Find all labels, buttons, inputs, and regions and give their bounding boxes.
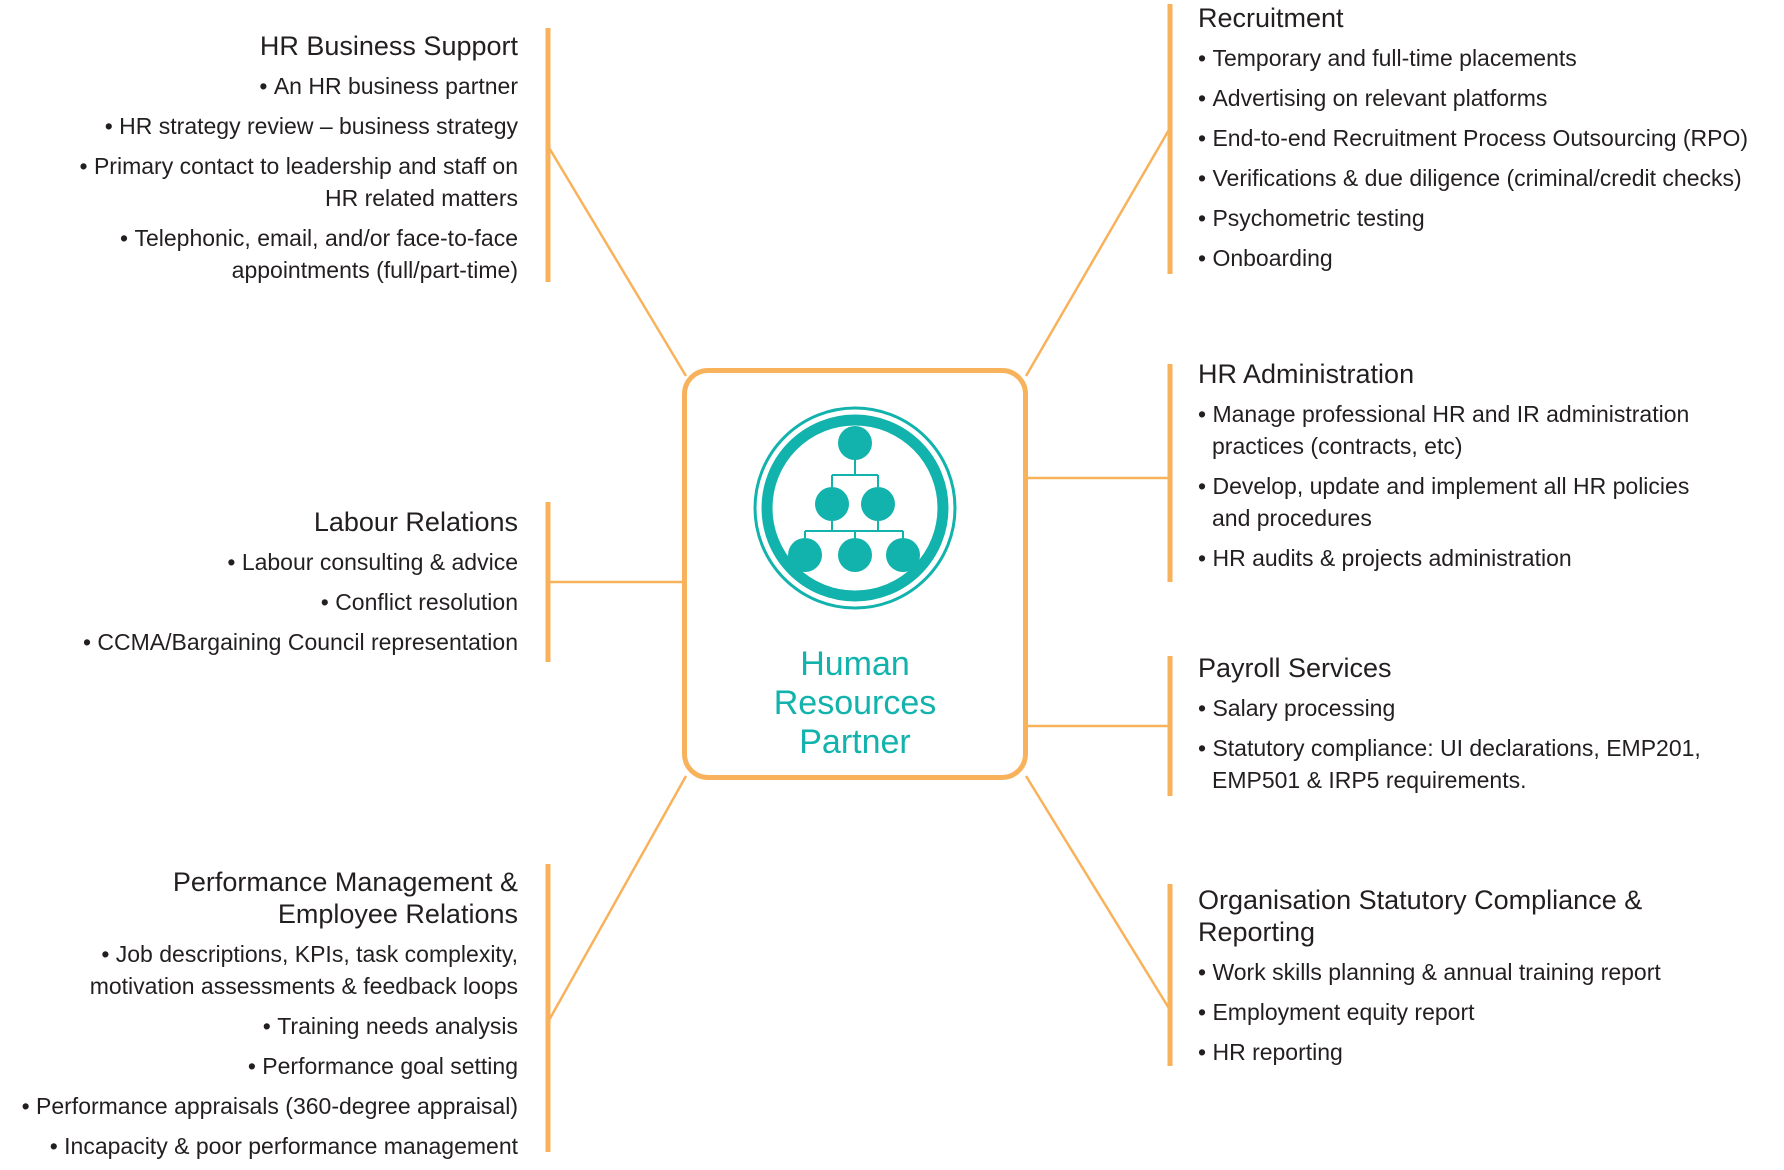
list-item: Labour consulting & advice [18, 546, 518, 578]
list-item: CCMA/Bargaining Council representation [18, 626, 518, 658]
center-title-line: Human [800, 645, 910, 683]
list-item: HR audits & projects administration [1198, 542, 1778, 574]
panel-payroll-services: Payroll Services Salary processing Statu… [1198, 652, 1778, 804]
service-list: An HR business partner HR strategy revie… [18, 70, 518, 286]
list-item: Salary processing [1198, 692, 1778, 724]
panel-hr-administration: HR Administration Manage professional HR… [1198, 358, 1778, 582]
panel-hr-business-support: HR Business Support An HR business partn… [18, 30, 518, 294]
list-item: HR strategy review – business strategy [18, 110, 518, 142]
list-item: Psychometric testing [1198, 202, 1778, 234]
connector-recruitment [1024, 127, 1172, 377]
list-item: Conflict resolution [18, 586, 518, 618]
panel-labour-relations: Labour Relations Labour consulting & adv… [18, 506, 518, 666]
list-item: Manage professional HR and IR administra… [1198, 398, 1778, 462]
center-title: Human Resources Partner [687, 645, 1023, 762]
list-item: Training needs analysis [0, 1010, 518, 1042]
panel-performance-management: Performance Management & Employee Relati… [0, 866, 518, 1170]
service-list: Salary processing Statutory compliance: … [1198, 692, 1778, 796]
service-list: Work skills planning & annual training r… [1198, 956, 1778, 1068]
list-item: Develop, update and implement all HR pol… [1198, 470, 1778, 534]
panel-statutory-compliance: Organisation Statutory Compliance & Repo… [1198, 884, 1778, 1076]
list-item: Telephonic, email, and/or face-to-face a… [18, 222, 518, 286]
list-item: Work skills planning & annual training r… [1198, 956, 1778, 988]
panel-title: HR Business Support [259, 31, 518, 61]
center-hub: Human Resources Partner [682, 368, 1028, 780]
list-item: Job descriptions, KPIs, task complexity,… [0, 938, 518, 1002]
connector-performance-management [546, 775, 688, 1023]
panel-title: Labour Relations [313, 507, 518, 537]
list-item: Onboarding [1198, 242, 1778, 274]
service-list: Labour consulting & advice Conflict reso… [18, 546, 518, 658]
panel-title: Organisation Statutory Compliance & Repo… [1198, 885, 1643, 947]
list-item: Primary contact to leadership and staff … [18, 150, 518, 214]
list-item: Temporary and full-time placements [1198, 42, 1778, 74]
org-chart-icon [753, 406, 957, 610]
panel-title: Payroll Services [1198, 653, 1392, 683]
list-item: End-to-end Recruitment Process Outsourci… [1198, 122, 1778, 154]
connector-statutory-compliance [1024, 775, 1172, 1011]
panel-recruitment: Recruitment Temporary and full-time plac… [1198, 2, 1778, 282]
list-item: Performance appraisals (360-degree appra… [0, 1090, 518, 1122]
list-item: Performance goal setting [0, 1050, 518, 1082]
center-title-line: Resources [773, 684, 937, 722]
panel-title: Performance Management & Employee Relati… [172, 867, 518, 929]
list-item: Advertising on relevant platforms [1198, 82, 1778, 114]
list-item: An HR business partner [18, 70, 518, 102]
center-title-line: Partner [799, 723, 911, 761]
list-item: Employment equity report [1198, 996, 1778, 1028]
service-list: Job descriptions, KPIs, task complexity,… [0, 938, 518, 1162]
panel-title: Recruitment [1198, 3, 1344, 33]
service-list: Temporary and full-time placements Adver… [1198, 42, 1778, 274]
list-item: Incapacity & poor performance management [0, 1130, 518, 1162]
list-item: Verifications & due diligence (criminal/… [1198, 162, 1778, 194]
service-list: Manage professional HR and IR administra… [1198, 398, 1778, 574]
list-item: Statutory compliance: UI declarations, E… [1198, 732, 1778, 796]
panel-title: HR Administration [1198, 359, 1415, 389]
connector-hr-business-support [546, 145, 688, 377]
list-item: HR reporting [1198, 1036, 1778, 1068]
